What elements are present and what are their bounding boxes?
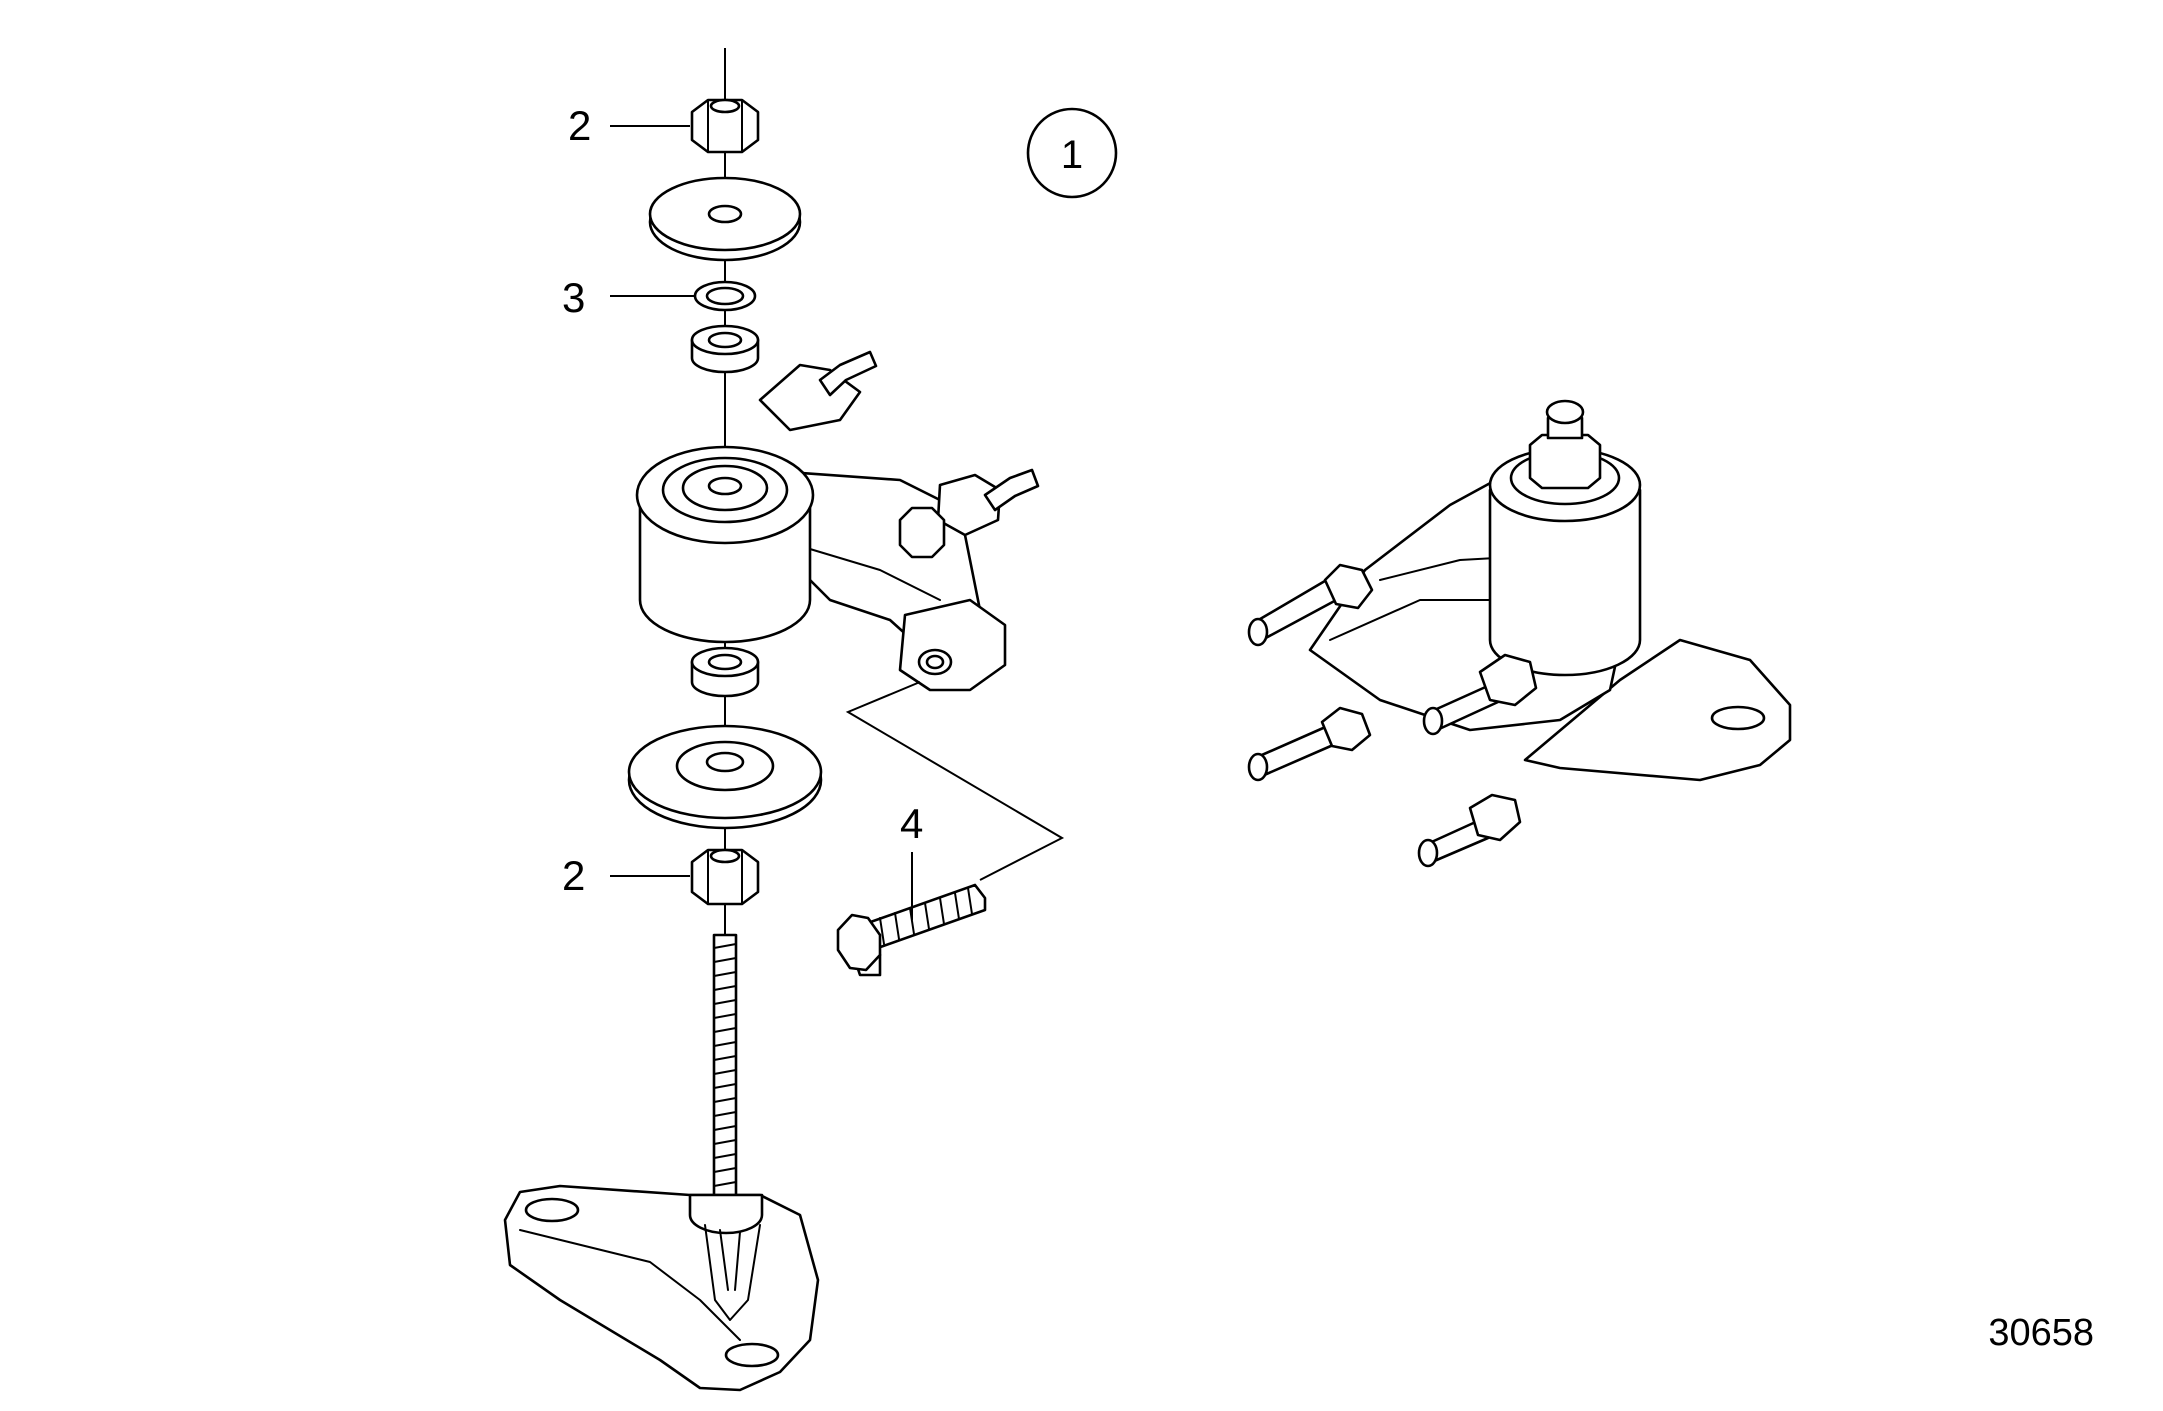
top-spacer — [690, 324, 760, 374]
bolt-leader-line — [845, 681, 1065, 881]
assembly-callout-label: 1 — [1061, 133, 1083, 177]
top-nut — [690, 98, 760, 154]
callouts: 2 3 2 4 1 — [562, 102, 1118, 920]
assembly-callout-circle — [1026, 107, 1118, 199]
small-washer — [693, 280, 757, 312]
assembled-mount — [1247, 399, 1792, 868]
callout-label-nut-bottom: 2 — [562, 852, 585, 899]
bottom-spacer — [690, 646, 760, 698]
figure-number: 30658 — [1988, 1312, 2094, 1354]
bottom-nut — [690, 848, 760, 906]
mount-studs — [1247, 563, 1538, 868]
threaded-stud — [712, 933, 738, 1199]
base-foot — [503, 1184, 820, 1392]
callout-label-nut-top: 2 — [568, 102, 591, 149]
bottom-large-washer — [627, 724, 823, 830]
callout-label-bolt: 4 — [900, 800, 923, 847]
bolt-4 — [836, 883, 987, 977]
engine-bracket — [635, 350, 1040, 692]
top-large-washer — [648, 176, 802, 262]
callout-label-washer: 3 — [562, 274, 585, 321]
exploded-assembly — [503, 48, 1065, 1392]
